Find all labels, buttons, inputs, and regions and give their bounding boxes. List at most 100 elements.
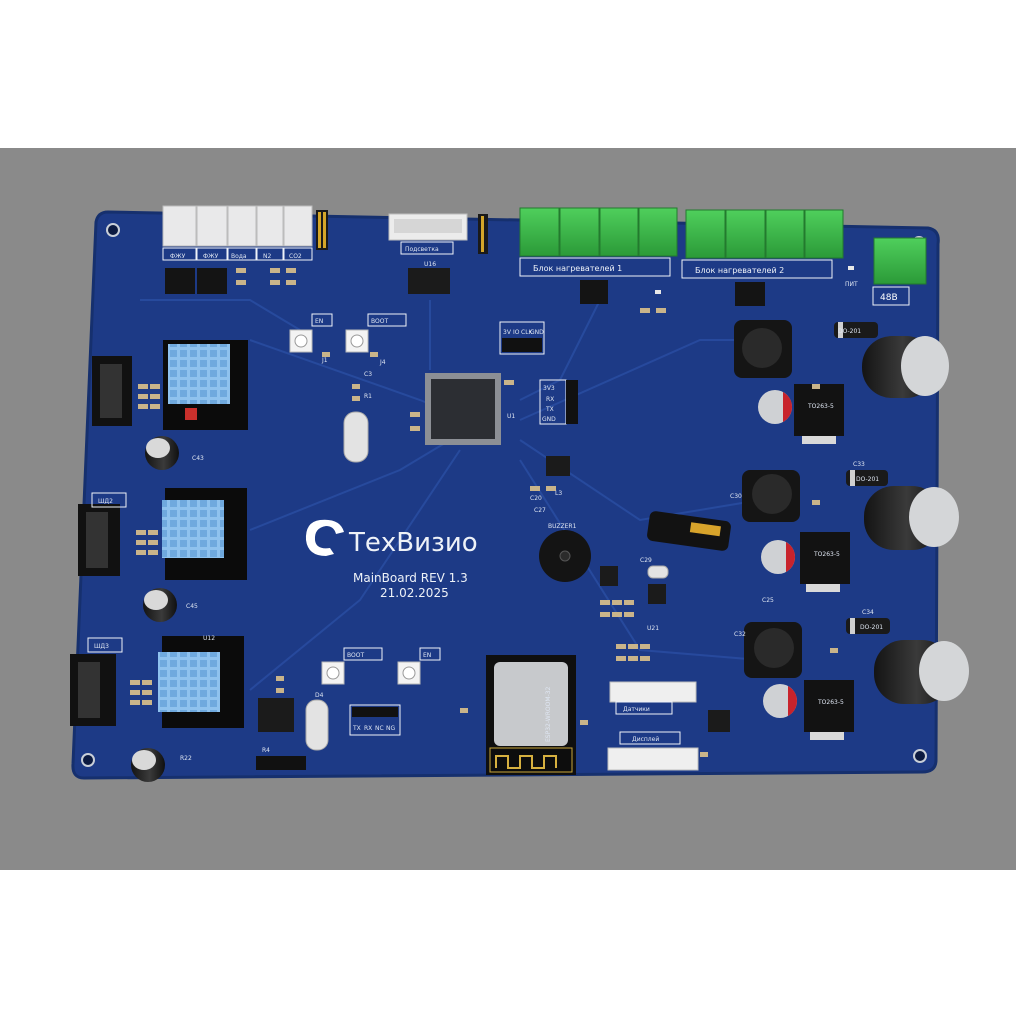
j1-header — [256, 756, 306, 770]
small-ics — [258, 268, 730, 732]
designator: C33 — [853, 461, 865, 468]
mcu: U1 — [425, 373, 515, 445]
stepper-driver-3 — [158, 636, 244, 728]
diode-label-1: DO-201 — [838, 328, 861, 335]
uart-pin-rx: RX — [546, 396, 554, 403]
large-electrolytic-caps — [862, 336, 969, 704]
esp32-module: ESP32-WROOM-32 — [486, 655, 576, 775]
designator: C43 — [192, 455, 204, 462]
uart-pin-3v3: 3V3 — [543, 385, 555, 392]
stepper-3-label: ШД3 — [94, 643, 109, 650]
bottom-pin-3: NC — [375, 725, 384, 732]
battery-holder — [647, 511, 731, 551]
diodes — [834, 322, 890, 634]
mcu-designator: U1 — [507, 413, 515, 420]
bottom-header: TX RX NC NG — [256, 704, 401, 770]
bottom-pin-1: TX — [352, 725, 361, 732]
heater-block-2-label: Блок нагревателей 2 — [695, 266, 784, 275]
inductors — [734, 320, 802, 678]
backlight-label: Подсветка — [405, 246, 439, 253]
sensor-label-1: ФЖУ — [170, 253, 186, 260]
designator: C32 — [734, 631, 746, 638]
designator: C34 — [862, 609, 874, 616]
sensor-label-4: N2 — [263, 253, 271, 260]
debug-pin-1: 3V — [503, 329, 512, 336]
en-top-label: EN — [315, 318, 323, 325]
stepper-driver-1 — [163, 340, 248, 430]
debug-header: 3V IO CLK GND — [499, 321, 545, 355]
power-connector: 48В ПИТ — [845, 237, 927, 306]
debug-pin-2: IO — [513, 329, 520, 336]
debug-pin-3: CLK — [521, 329, 534, 336]
stepper-driver-2 — [162, 488, 247, 580]
en-bottom-label: EN — [423, 652, 431, 659]
designator: L3 — [555, 490, 562, 497]
designator: C25 — [762, 597, 774, 604]
board-date: 21.02.2025 — [380, 586, 449, 600]
designator: U12 — [203, 635, 215, 642]
designator: U16 — [424, 261, 436, 268]
bottom-pin-4: NG — [386, 725, 395, 732]
stepper-connectors: ШД2 ШД3 — [70, 356, 132, 726]
buzzer-label: BUZZER1 — [548, 523, 577, 530]
mounting-hole — [913, 749, 927, 763]
heater-terminals-1: Блок нагревателей 1 — [519, 207, 678, 277]
diode-label-2: DO-201 — [856, 476, 879, 483]
sensor-label-2: ФЖУ — [203, 253, 219, 260]
uart-header: 3V3 RX TX GND — [539, 379, 578, 425]
board-model: MainBoard REV 1.3 — [353, 571, 468, 585]
debug-pin-4: GND — [530, 329, 544, 336]
sensor-connectors: ФЖУ ФЖУ Вода N2 CO2 — [162, 205, 328, 261]
designator: C20 — [530, 495, 542, 502]
designator: C29 — [640, 557, 652, 564]
sensor-label-5: CO2 — [289, 253, 302, 260]
designator: R1 — [364, 393, 372, 400]
crystals — [305, 411, 669, 751]
esp32-label: ESP32-WROOM-32 — [545, 687, 552, 742]
dcdc-label-3: TO263-5 — [817, 699, 844, 706]
logo-text: ТехВизио — [348, 528, 478, 558]
stepper-2-label: ШД2 — [98, 498, 113, 505]
designator: J1 — [321, 357, 328, 364]
small-electrolytic-caps — [131, 436, 179, 782]
backlight-connector: Подсветка — [388, 213, 488, 255]
sensors-connector: Датчики — [609, 681, 697, 715]
designator: C3 — [364, 371, 372, 378]
display-connector: Дисплей — [607, 731, 699, 771]
designator: D4 — [315, 692, 324, 699]
boot-bottom-label: BOOT — [347, 652, 364, 659]
bottom-pin-2: RX — [364, 725, 372, 732]
leds — [655, 266, 854, 294]
uart-pin-gnd: GND — [542, 416, 556, 423]
dcdc-label-1: TO263-5 — [807, 403, 834, 410]
mosfets — [165, 268, 765, 306]
designator: J4 — [379, 359, 386, 366]
mounting-hole — [106, 223, 120, 237]
logo — [305, 519, 344, 556]
designator: C45 — [186, 603, 198, 610]
pcb-body — [71, 210, 940, 780]
designator: R4 — [262, 747, 270, 754]
designator: R22 — [180, 755, 192, 762]
heater-block-1-label: Блок нагревателей 1 — [533, 264, 622, 273]
boot-top-label: BOOT — [371, 318, 388, 325]
power-sub-label: ПИТ — [845, 281, 858, 288]
buzzer: BUZZER1 — [539, 523, 591, 582]
dcdc-converters — [794, 384, 854, 740]
designator: U21 — [647, 625, 659, 632]
mounting-hole — [81, 753, 95, 767]
diode-label-3: DO-201 — [860, 624, 883, 631]
sensor-label-3: Вода — [231, 253, 247, 260]
battery-contact — [689, 522, 721, 537]
sensors-port-label: Датчики — [623, 706, 650, 713]
dcdc-label-2: TO263-5 — [813, 551, 840, 558]
uart-pin-tx: TX — [545, 406, 554, 413]
heater-terminals-2: Блок нагревателей 2 — [681, 209, 844, 279]
smd-electrolytic-caps — [758, 390, 797, 718]
designator: C30 — [730, 493, 742, 500]
smd-passives — [130, 268, 838, 757]
buttons — [289, 313, 441, 685]
display-port-label: Дисплей — [632, 736, 659, 743]
